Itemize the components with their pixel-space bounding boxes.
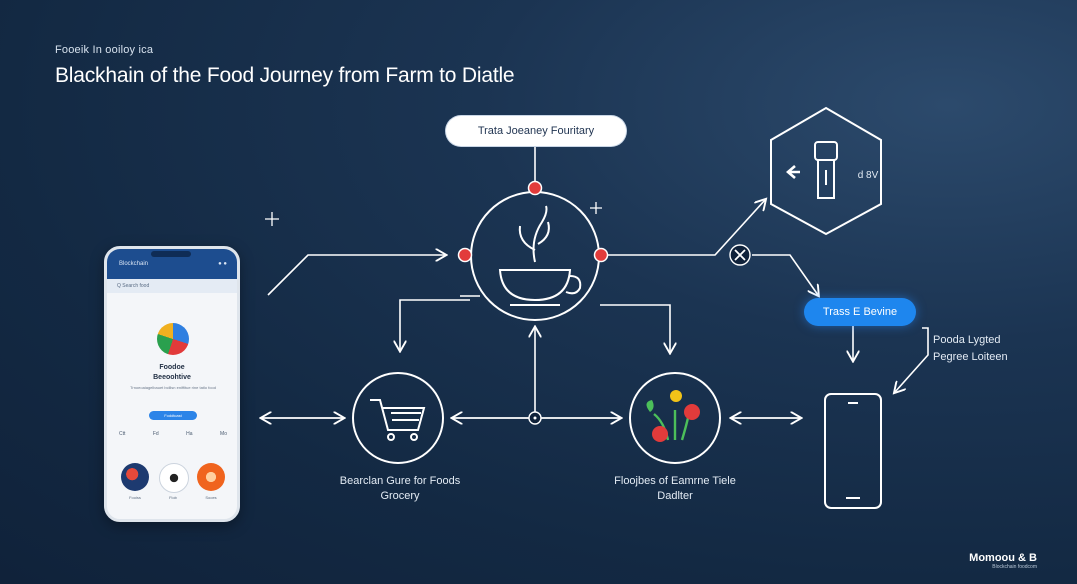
- close-icon: [729, 244, 751, 266]
- connector-dot-top: [527, 180, 543, 196]
- cart-label: Bearclan Gure for Foods Grocery: [339, 475, 461, 502]
- phone-notch: [151, 251, 191, 257]
- produce-node: [629, 372, 721, 464]
- food-avatar[interactable]: [197, 463, 225, 491]
- phone-bar-icons[interactable]: ● ●: [218, 261, 227, 267]
- produce-label: Floojbes of Eamrne Tiele Dadlter: [614, 475, 736, 502]
- page-title: Blackhain of the Food Journey from Farm …: [55, 64, 515, 87]
- plant-cup-icon: [498, 205, 582, 306]
- phone-search-bar[interactable]: Q Search food: [107, 279, 237, 293]
- food-avatar-caption: Fiob: [169, 495, 177, 500]
- phone-mockup: Blockchain ● ● Q Search food Foodoe Beeo…: [104, 246, 240, 522]
- phone-mini-item[interactable]: Ctt: [119, 431, 126, 437]
- food-avatar-caption: Sooes: [205, 495, 217, 500]
- shopping-cart-icon: [370, 399, 426, 441]
- side-note: Pooda Lygted Pegree Loiteen: [933, 334, 1008, 363]
- smartphone-icon: [824, 393, 882, 509]
- truck-scanner-icon: [786, 141, 838, 199]
- hexagon-node: [770, 106, 882, 236]
- journey-pill[interactable]: Trata Joeaney Fouritary: [446, 116, 626, 146]
- phone-bar-title: Blockchain: [119, 261, 149, 267]
- brand-mark: Momoou & B Blockchain foodcom: [969, 552, 1037, 570]
- fruit-vegetable-icon: [646, 390, 700, 442]
- phone-app-title: Foodoe Beeoohtive: [153, 364, 191, 381]
- food-avatar[interactable]: [159, 463, 189, 493]
- hexagon-tag: d 8V: [857, 170, 879, 181]
- connector-dot-right: [593, 247, 609, 263]
- phone-mini-item[interactable]: Ha: [186, 431, 193, 437]
- cart-node: [352, 372, 444, 464]
- trace-pill[interactable]: Trass E Bevine: [804, 298, 916, 326]
- connector-dot-left: [457, 247, 473, 263]
- app-logo: [157, 323, 189, 355]
- kicker-text: Fooeik In ooiloy ica: [55, 44, 154, 56]
- phone-mini-item[interactable]: Fd: [152, 431, 159, 437]
- sparkle-icons: [265, 202, 602, 226]
- phone-mini-row: Ctt Fd Ha Mo: [119, 431, 227, 437]
- phone-app-button[interactable]: Foddtcast: [149, 411, 197, 420]
- food-avatar-caption: Fooiss: [129, 495, 141, 500]
- food-avatar[interactable]: [121, 463, 149, 491]
- phone-app-description: Trnoeoaiagelbauet bclllsn eniffitue rine…: [130, 385, 216, 390]
- phone-app-bar: Blockchain ● ●: [107, 249, 237, 279]
- phone-mini-item[interactable]: Mo: [220, 431, 227, 437]
